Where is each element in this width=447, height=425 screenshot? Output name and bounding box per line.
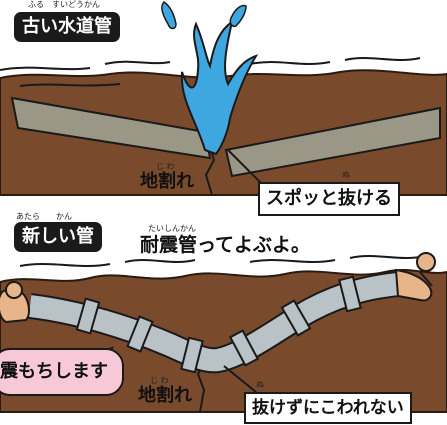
top-surface-line	[0, 57, 421, 87]
bottom-crack-label: 地割れ	[138, 385, 192, 406]
bottom-callout-ruby: ぬ	[256, 380, 264, 389]
pipe-joint-2	[126, 315, 154, 353]
top-callout-box: スポッと抜ける	[258, 182, 400, 216]
bottom-surface-line	[19, 255, 426, 267]
old-pipe-left	[10, 96, 212, 160]
water-spray	[180, 19, 259, 156]
pipe-joint-3	[180, 336, 204, 374]
speech-bubble: 震もちします	[0, 348, 124, 396]
bottom-callout-box: 抜けずにこわれない	[244, 392, 412, 424]
water-drop-right	[229, 4, 247, 28]
top-callout-leader	[227, 149, 263, 185]
bottom-callout-leader	[223, 365, 257, 393]
left-fist	[5, 281, 23, 299]
right-upper-arm	[419, 271, 433, 287]
bottom-crack-ruby: じ わ	[150, 376, 169, 385]
top-callout-ruby: ぬ	[342, 170, 350, 179]
bottom-title-ruby: あたら かん	[16, 212, 72, 221]
headline-ruby: たいしんかん	[148, 224, 196, 233]
pipe-joint-1	[75, 297, 101, 335]
old-pipe-right	[224, 106, 441, 178]
top-crack-ruby: じ わ	[156, 162, 175, 171]
bottom-headline: 耐震管ってよぶよ。	[140, 234, 311, 256]
pipe-joint-6	[338, 275, 362, 313]
pipe-joint-4	[228, 329, 260, 367]
right-arm	[394, 268, 433, 302]
top-crack-label: 地割れ	[140, 171, 194, 192]
water-drop-left	[161, 1, 177, 30]
bottom-panel-title: 新しい管	[14, 222, 102, 252]
right-fist	[416, 252, 436, 272]
top-title-ruby: ふる すいどうかん	[28, 0, 100, 9]
top-panel-title: 古い水道管	[14, 12, 120, 42]
pipe-joint-5	[280, 299, 312, 337]
new-pipe-fill	[28, 273, 400, 372]
